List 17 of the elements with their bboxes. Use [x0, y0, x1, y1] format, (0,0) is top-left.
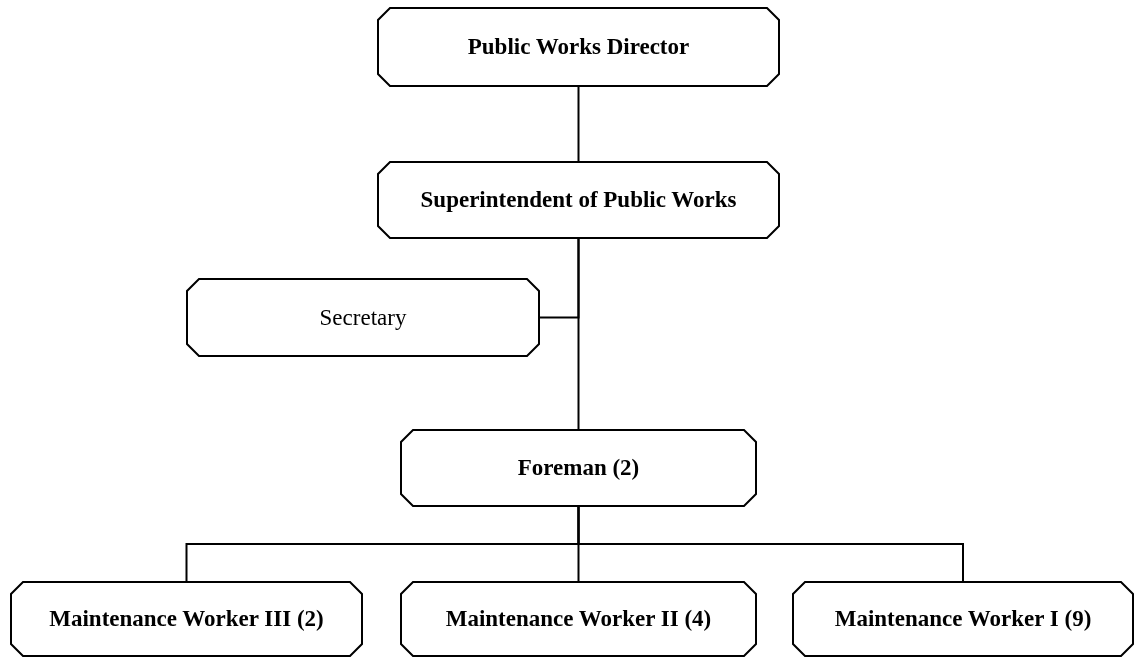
- role-title: Superintendent of Public Works: [420, 187, 737, 213]
- connector-line: [577, 505, 964, 583]
- org-box: [401, 582, 756, 656]
- org-box: [401, 430, 756, 506]
- org-box: [378, 8, 779, 86]
- org-box: [793, 582, 1133, 656]
- connector-line: [577, 85, 580, 163]
- role-title: Foreman (2): [517, 455, 640, 481]
- org-box: [11, 582, 362, 656]
- role-title: Public Works Director: [467, 34, 690, 60]
- org-box: [187, 279, 539, 356]
- role-title: Maintenance Worker I (9): [834, 606, 1092, 632]
- org-box: [378, 162, 779, 238]
- role-title: Secretary: [319, 304, 407, 331]
- role-title: Maintenance Worker III (2): [49, 606, 324, 632]
- role-title: Maintenance Worker II (4): [445, 606, 712, 632]
- connector-line: [577, 237, 580, 431]
